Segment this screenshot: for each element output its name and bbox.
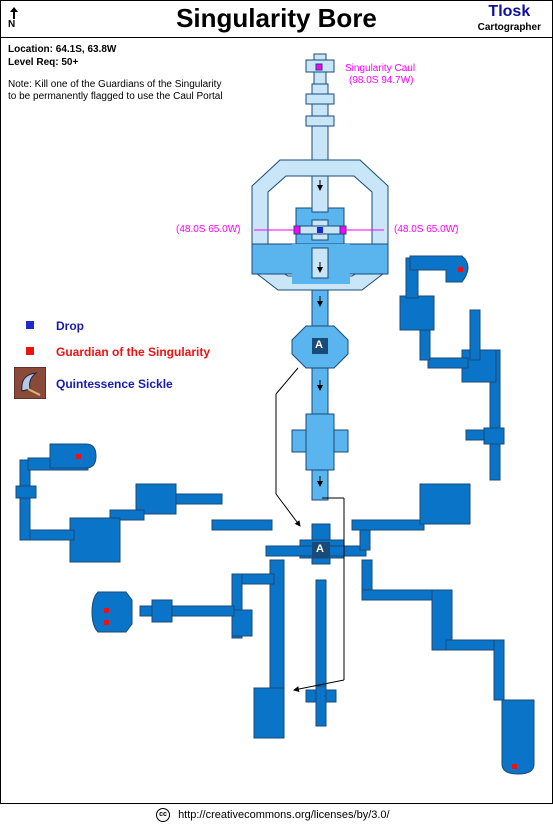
- blue-square-icon: [26, 321, 34, 329]
- legend-label-drop: Drop: [56, 319, 84, 333]
- portal-a-upper-label: A: [315, 339, 323, 351]
- portal-a-hub: [312, 542, 330, 558]
- header-divider: [1, 37, 552, 38]
- license-link[interactable]: http://creativecommons.org/licenses/by/3…: [178, 808, 390, 821]
- map-title: Singularity Bore: [176, 3, 377, 33]
- author-block: Tlosk Cartographer: [478, 3, 541, 33]
- compass: N: [6, 6, 22, 32]
- caul-coords-label: (98.0S 94.7W): [349, 75, 414, 86]
- north-arrow-icon: [10, 7, 18, 19]
- red-square-icon: [26, 347, 34, 355]
- northeast-branch: [351, 255, 505, 551]
- dungeon-map: [15, 53, 535, 775]
- author-role: Cartographer: [477, 22, 541, 33]
- legend-label-sickle: Quintessence Sickle: [56, 377, 173, 391]
- location-text: Location: 64.1S, 63.8W: [8, 44, 117, 55]
- compass-label: N: [8, 19, 16, 30]
- portal-markers: [254, 63, 384, 235]
- portal-left-label: (48.0S 65.0W): [176, 224, 241, 235]
- west-branch: [15, 443, 273, 563]
- portal-a-hub-label: A: [316, 543, 324, 555]
- upper-corridor: [305, 53, 335, 171]
- southwest-branch: [91, 573, 275, 639]
- license-footer: cc http://creativecommons.org/licenses/b…: [156, 808, 390, 822]
- route-lines: [275, 180, 345, 692]
- sickle-icon: [14, 367, 46, 399]
- octagon-chamber: [251, 159, 389, 291]
- caul-name-label: Singularity Caul: [345, 63, 416, 74]
- hub-corridors: [253, 523, 367, 739]
- author-name: Tlosk: [488, 3, 531, 20]
- note-text: Note: Kill one of the Guardians of the S…: [8, 79, 223, 102]
- cc-license-icon: cc: [156, 808, 170, 822]
- southeast-branch: [361, 559, 535, 775]
- info-block: Location: 64.1S, 63.8W Level Req: 50+: [8, 43, 116, 69]
- level-requirement: Level Req: 50+: [8, 57, 79, 68]
- portal-a-upper: [312, 338, 328, 354]
- legend-label-guardian: Guardian of the Singularity: [56, 345, 211, 359]
- guardian-markers: [76, 267, 517, 769]
- mid-corridor: [291, 289, 349, 501]
- portal-right-label: (48.0S 65.0W): [394, 224, 459, 235]
